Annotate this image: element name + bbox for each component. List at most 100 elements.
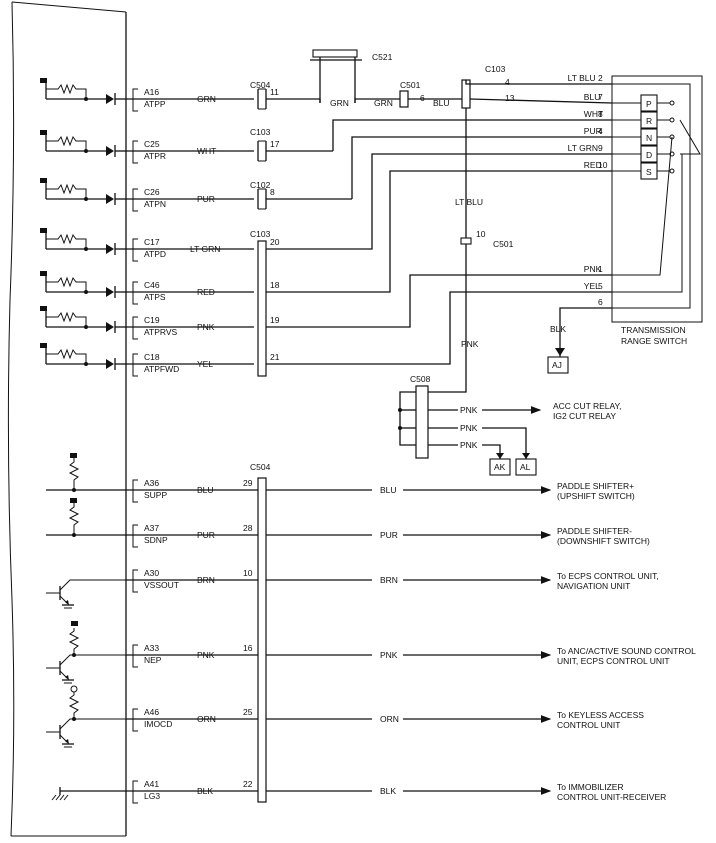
blk-down-label: BLK xyxy=(550,324,566,334)
pin-name-atpd: ATPD xyxy=(144,249,166,259)
switch-pos-s: S xyxy=(646,167,652,177)
bottom-wire-pin: 29 xyxy=(243,478,253,488)
pullup-resistor xyxy=(46,183,87,199)
blk-arrow xyxy=(555,348,565,356)
pin-id-c26: C26 xyxy=(144,187,160,197)
switch-pos-d: D xyxy=(646,150,652,160)
pin-name-atpn: ATPN xyxy=(144,199,166,209)
emitter-arrow xyxy=(65,739,69,744)
c521-connector: C521 xyxy=(310,49,393,103)
pin-name-vssout: VSSOUT xyxy=(144,580,179,590)
bottom-dest-line1: PADDLE SHIFTER- xyxy=(557,526,632,536)
bottom-wire-color-right: PUR xyxy=(380,530,398,540)
pullup-resistor xyxy=(46,348,87,364)
ground-ref-aj: AJ xyxy=(547,356,569,374)
switch-wire-color: YEL xyxy=(584,281,600,291)
ground-hatch xyxy=(55,794,61,801)
c508-out-al xyxy=(482,427,527,459)
internal-diode-circuits xyxy=(40,78,126,370)
pin-id-a30: A30 xyxy=(144,568,159,578)
diode-icon xyxy=(106,94,114,104)
bottom-dest-line2: (DOWNSHIFT SWITCH) xyxy=(557,536,650,546)
blu-after-c501: BLU xyxy=(433,98,450,108)
ak-label: AK xyxy=(494,462,506,472)
c504-bottom-connector xyxy=(257,477,267,803)
c103-pin4: 4 xyxy=(505,77,510,87)
c508-dest-2: IG2 CUT RELAY xyxy=(553,411,616,421)
switch-wire-pin: 4 xyxy=(598,126,603,136)
blk-route xyxy=(559,307,612,357)
bottom-wire-color-right: BLU xyxy=(380,485,397,495)
switch-pos-p: P xyxy=(646,99,652,109)
bottom-wire-color-right: ORN xyxy=(380,714,399,724)
diode-icon xyxy=(106,322,114,332)
pin-bracket xyxy=(132,281,138,305)
c103-a-label: C103 xyxy=(250,127,271,137)
pin-id-c17: C17 xyxy=(144,237,160,247)
pin-id-a16: A16 xyxy=(144,87,159,97)
c508-out-label: PNK xyxy=(460,423,478,433)
pin-name-nep: NEP xyxy=(144,655,162,665)
al-arrow xyxy=(522,453,530,459)
pin-id-c46: C46 xyxy=(144,280,160,290)
switch-wire-color: RED xyxy=(584,160,602,170)
pin-bracket xyxy=(132,780,138,804)
pin-name-atprvs: ATPRVS xyxy=(144,327,178,337)
pullup-resistor xyxy=(68,458,80,490)
bottom-dest-line1: To ECPS CONTROL UNIT, xyxy=(557,571,659,581)
wire-pin-label: 21 xyxy=(270,352,280,362)
bottom-dest-line1: To KEYLESS ACCESS xyxy=(557,710,644,720)
wht-route xyxy=(332,119,612,151)
lt-blu-vertical: LT BLU xyxy=(455,197,483,207)
pin-name-lg3: LG3 xyxy=(144,791,160,801)
c103-group-connector xyxy=(257,240,267,377)
pullup-resistor xyxy=(46,233,87,249)
ground-ref-al: AL xyxy=(515,458,537,476)
wire-pin-label: 17 xyxy=(270,139,280,149)
switch-wire-pin: 6 xyxy=(598,297,603,307)
wire-color-label: LT GRN xyxy=(190,244,220,254)
bottom-wire-color: BRN xyxy=(197,575,215,585)
switch-wire-pin: 8 xyxy=(598,109,603,119)
c103-pin13: 13 xyxy=(505,93,515,103)
supply-terminal xyxy=(40,343,47,348)
junction-dot xyxy=(84,325,88,329)
switch-common xyxy=(612,83,691,309)
bottom-dest-line2: CONTROL UNIT xyxy=(557,720,620,730)
diode-icon xyxy=(106,194,114,204)
pin-id-a33: A33 xyxy=(144,643,159,653)
bottom-wire-pin: 16 xyxy=(243,643,253,653)
aj-label: AJ xyxy=(552,360,562,370)
blu-to-switch xyxy=(469,98,613,104)
emitter-arrow xyxy=(65,600,69,605)
pin-bracket xyxy=(132,140,138,164)
c103-right-label: C103 xyxy=(485,64,506,74)
wire-pin-label: 18 xyxy=(270,280,280,290)
transistor-collector xyxy=(59,579,126,591)
switch-pos-n: N xyxy=(646,133,652,143)
supply-terminal xyxy=(40,78,47,83)
pin-bracket xyxy=(132,316,138,340)
bottom-dest-line1: PADDLE SHIFTER+ xyxy=(557,481,634,491)
bottom-wire-color: BLU xyxy=(197,485,214,495)
wire-color-label: GRN xyxy=(197,94,216,104)
c501-top-label: C501 xyxy=(400,80,421,90)
wire-pin-label: 8 xyxy=(270,187,275,197)
bottom-wire-color: ORN xyxy=(197,714,216,724)
switch-wire-color: BLU xyxy=(584,92,601,102)
switch-wire-color: WHT xyxy=(584,109,603,119)
wire-color-label: PUR xyxy=(197,194,215,204)
ground-hatch xyxy=(63,794,69,801)
supply-terminal xyxy=(40,306,47,311)
supply-terminal xyxy=(70,685,78,693)
junction-dot xyxy=(84,362,88,366)
pin-id-c18: C18 xyxy=(144,352,160,362)
transistor-collector xyxy=(59,718,126,730)
pin-name-atpfwd: ATPFWD xyxy=(144,364,179,374)
junction-dot xyxy=(84,290,88,294)
lt-blu-route xyxy=(465,80,612,85)
bottom-dest-line1: To ANC/ACTIVE SOUND CONTROL xyxy=(557,646,696,656)
pin-bracket xyxy=(132,188,138,212)
